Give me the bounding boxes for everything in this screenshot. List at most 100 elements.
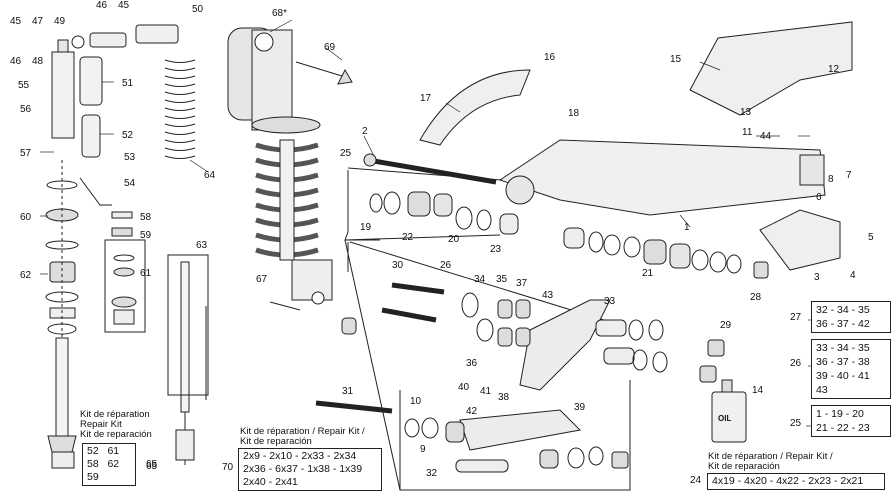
- part-label: 26: [440, 260, 452, 271]
- kit-title-es: Kit de reparación: [240, 436, 312, 447]
- part-label: 59: [140, 230, 152, 241]
- part-labels: 45 47 49 46 45 46 48 50 68* 69 55 56 51 …: [10, 0, 874, 479]
- kit-70-ref: 70: [222, 462, 234, 473]
- part-label: 49: [54, 16, 66, 27]
- part-label: 56: [20, 104, 32, 115]
- part-label: 51: [122, 78, 134, 89]
- fork-spring-drawing: [135, 24, 196, 159]
- shock-absorber-drawing: [227, 27, 357, 335]
- kit-title-fr: Kit de réparation: [80, 409, 150, 420]
- part-label: 13: [740, 107, 752, 118]
- part-label: 39: [574, 402, 586, 413]
- part-label: 55: [18, 80, 30, 91]
- kit-row: 2x40 - 2x41: [243, 476, 298, 488]
- part-label: 7: [846, 170, 852, 181]
- part-label: 42: [466, 406, 478, 417]
- kit-title-es: Kit de reparación: [80, 429, 152, 440]
- ref-row: 39 - 40 - 41: [816, 370, 870, 382]
- part-label: 9: [420, 444, 426, 455]
- part-label: 63: [196, 240, 208, 251]
- part-label: 45: [10, 16, 22, 27]
- part-label: 38: [498, 392, 510, 403]
- repair-kit-24-box: 4x19 - 4x20 - 4x22 - 2x23 - 2x21: [707, 473, 885, 490]
- part-label: 47: [32, 16, 44, 27]
- part-label: 34: [474, 274, 486, 285]
- kit-title: Kit de réparation / Repair Kit /: [240, 426, 365, 437]
- part-label: 35: [496, 274, 508, 285]
- kit-row: 52 61: [87, 445, 120, 457]
- repair-kit-70-box: 2x9 - 2x10 - 2x33 - 2x34 2x36 - 6x37 - 1…: [238, 448, 382, 491]
- part-label: 6: [816, 192, 822, 203]
- part-label: 15: [670, 54, 682, 65]
- part-label: 31: [342, 386, 354, 397]
- swingarm-drawing: [347, 21, 853, 271]
- part-label: 45: [118, 0, 130, 11]
- part-label: 23: [490, 244, 502, 255]
- repair-kit-24-title: Kit de réparation / Repair Kit / Kit de …: [708, 452, 833, 472]
- repair-kit-70-title: Kit de réparation / Repair Kit / Kit de …: [240, 427, 365, 447]
- part-label: 33: [604, 296, 616, 307]
- part-label: 4: [850, 270, 856, 281]
- part-label: 5: [868, 232, 874, 243]
- part-label: 68*: [272, 8, 287, 19]
- part-label: 54: [124, 178, 136, 189]
- bearing-row-drawing: [344, 170, 769, 491]
- ref-row: 36 - 37 - 42: [816, 318, 870, 330]
- kit-24-ref: 24: [690, 475, 702, 486]
- part-label: 60: [20, 212, 32, 223]
- part-label: 29: [720, 320, 732, 331]
- part-label: 21: [642, 268, 654, 279]
- repair-kit-65-box: 52 61 58 62 59: [82, 443, 136, 486]
- part-label: 46: [10, 56, 22, 67]
- part-label: 17: [420, 93, 432, 104]
- part-label: 18: [568, 108, 580, 119]
- ref-row: 33 - 34 - 35: [816, 342, 870, 354]
- part-label: 50: [192, 4, 204, 15]
- part-label: 61: [140, 268, 152, 279]
- kit-title: Kit de réparation / Repair Kit /: [708, 451, 833, 462]
- part-label: 28: [750, 292, 762, 303]
- kit-title-es: Kit de reparación: [708, 461, 780, 472]
- fork-internals-drawing: [79, 177, 209, 465]
- part-label: 53: [124, 152, 136, 163]
- part-label: 36: [466, 358, 478, 369]
- part-label: 11: [742, 127, 753, 138]
- part-label: 32: [426, 468, 438, 479]
- ref-25-box: 1 - 19 - 20 21 - 22 - 23: [811, 405, 891, 437]
- part-label: 41: [480, 386, 492, 397]
- part-label: 25: [340, 148, 352, 159]
- kit-row: 59: [87, 471, 99, 483]
- ref-25-label: 25: [790, 418, 802, 429]
- ref-27-label: 27: [790, 312, 802, 323]
- part-label: 19: [360, 222, 372, 233]
- repair-kit-65-title: Kit de réparation Repair Kit Kit de repa…: [80, 410, 152, 440]
- oil-label: OIL: [718, 414, 732, 423]
- part-label: 14: [752, 385, 764, 396]
- part-label: 58: [140, 212, 152, 223]
- ref-row: 21 - 22 - 23: [816, 422, 870, 434]
- ref-row: 32 - 34 - 35: [816, 304, 870, 316]
- part-label: 12: [828, 64, 840, 75]
- ref-27-box: 32 - 34 - 35 36 - 37 - 42: [811, 301, 891, 333]
- ref-row: 36 - 37 - 38: [816, 356, 870, 368]
- part-label: 8: [828, 174, 834, 185]
- part-label: 65: [146, 461, 158, 472]
- part-label: 44: [760, 131, 772, 142]
- part-label: 40: [458, 382, 470, 393]
- kit-row: 2x36 - 6x37 - 1x38 - 1x39: [243, 463, 363, 475]
- part-label: 69: [324, 42, 336, 53]
- kit-row: 2x9 - 2x10 - 2x33 - 2x34: [243, 450, 357, 462]
- part-label: 22: [402, 232, 414, 243]
- part-label: 67: [256, 274, 268, 285]
- leader-lines: [40, 19, 820, 427]
- part-label: 1: [684, 222, 690, 233]
- ref-row: 1 - 19 - 20: [816, 408, 864, 420]
- part-label: 30: [392, 260, 404, 271]
- part-label: 52: [122, 130, 134, 141]
- part-label: 48: [32, 56, 44, 67]
- part-label: 46: [96, 0, 108, 11]
- kit-row: 58 62: [87, 458, 120, 470]
- ref-26-label: 26: [790, 358, 802, 369]
